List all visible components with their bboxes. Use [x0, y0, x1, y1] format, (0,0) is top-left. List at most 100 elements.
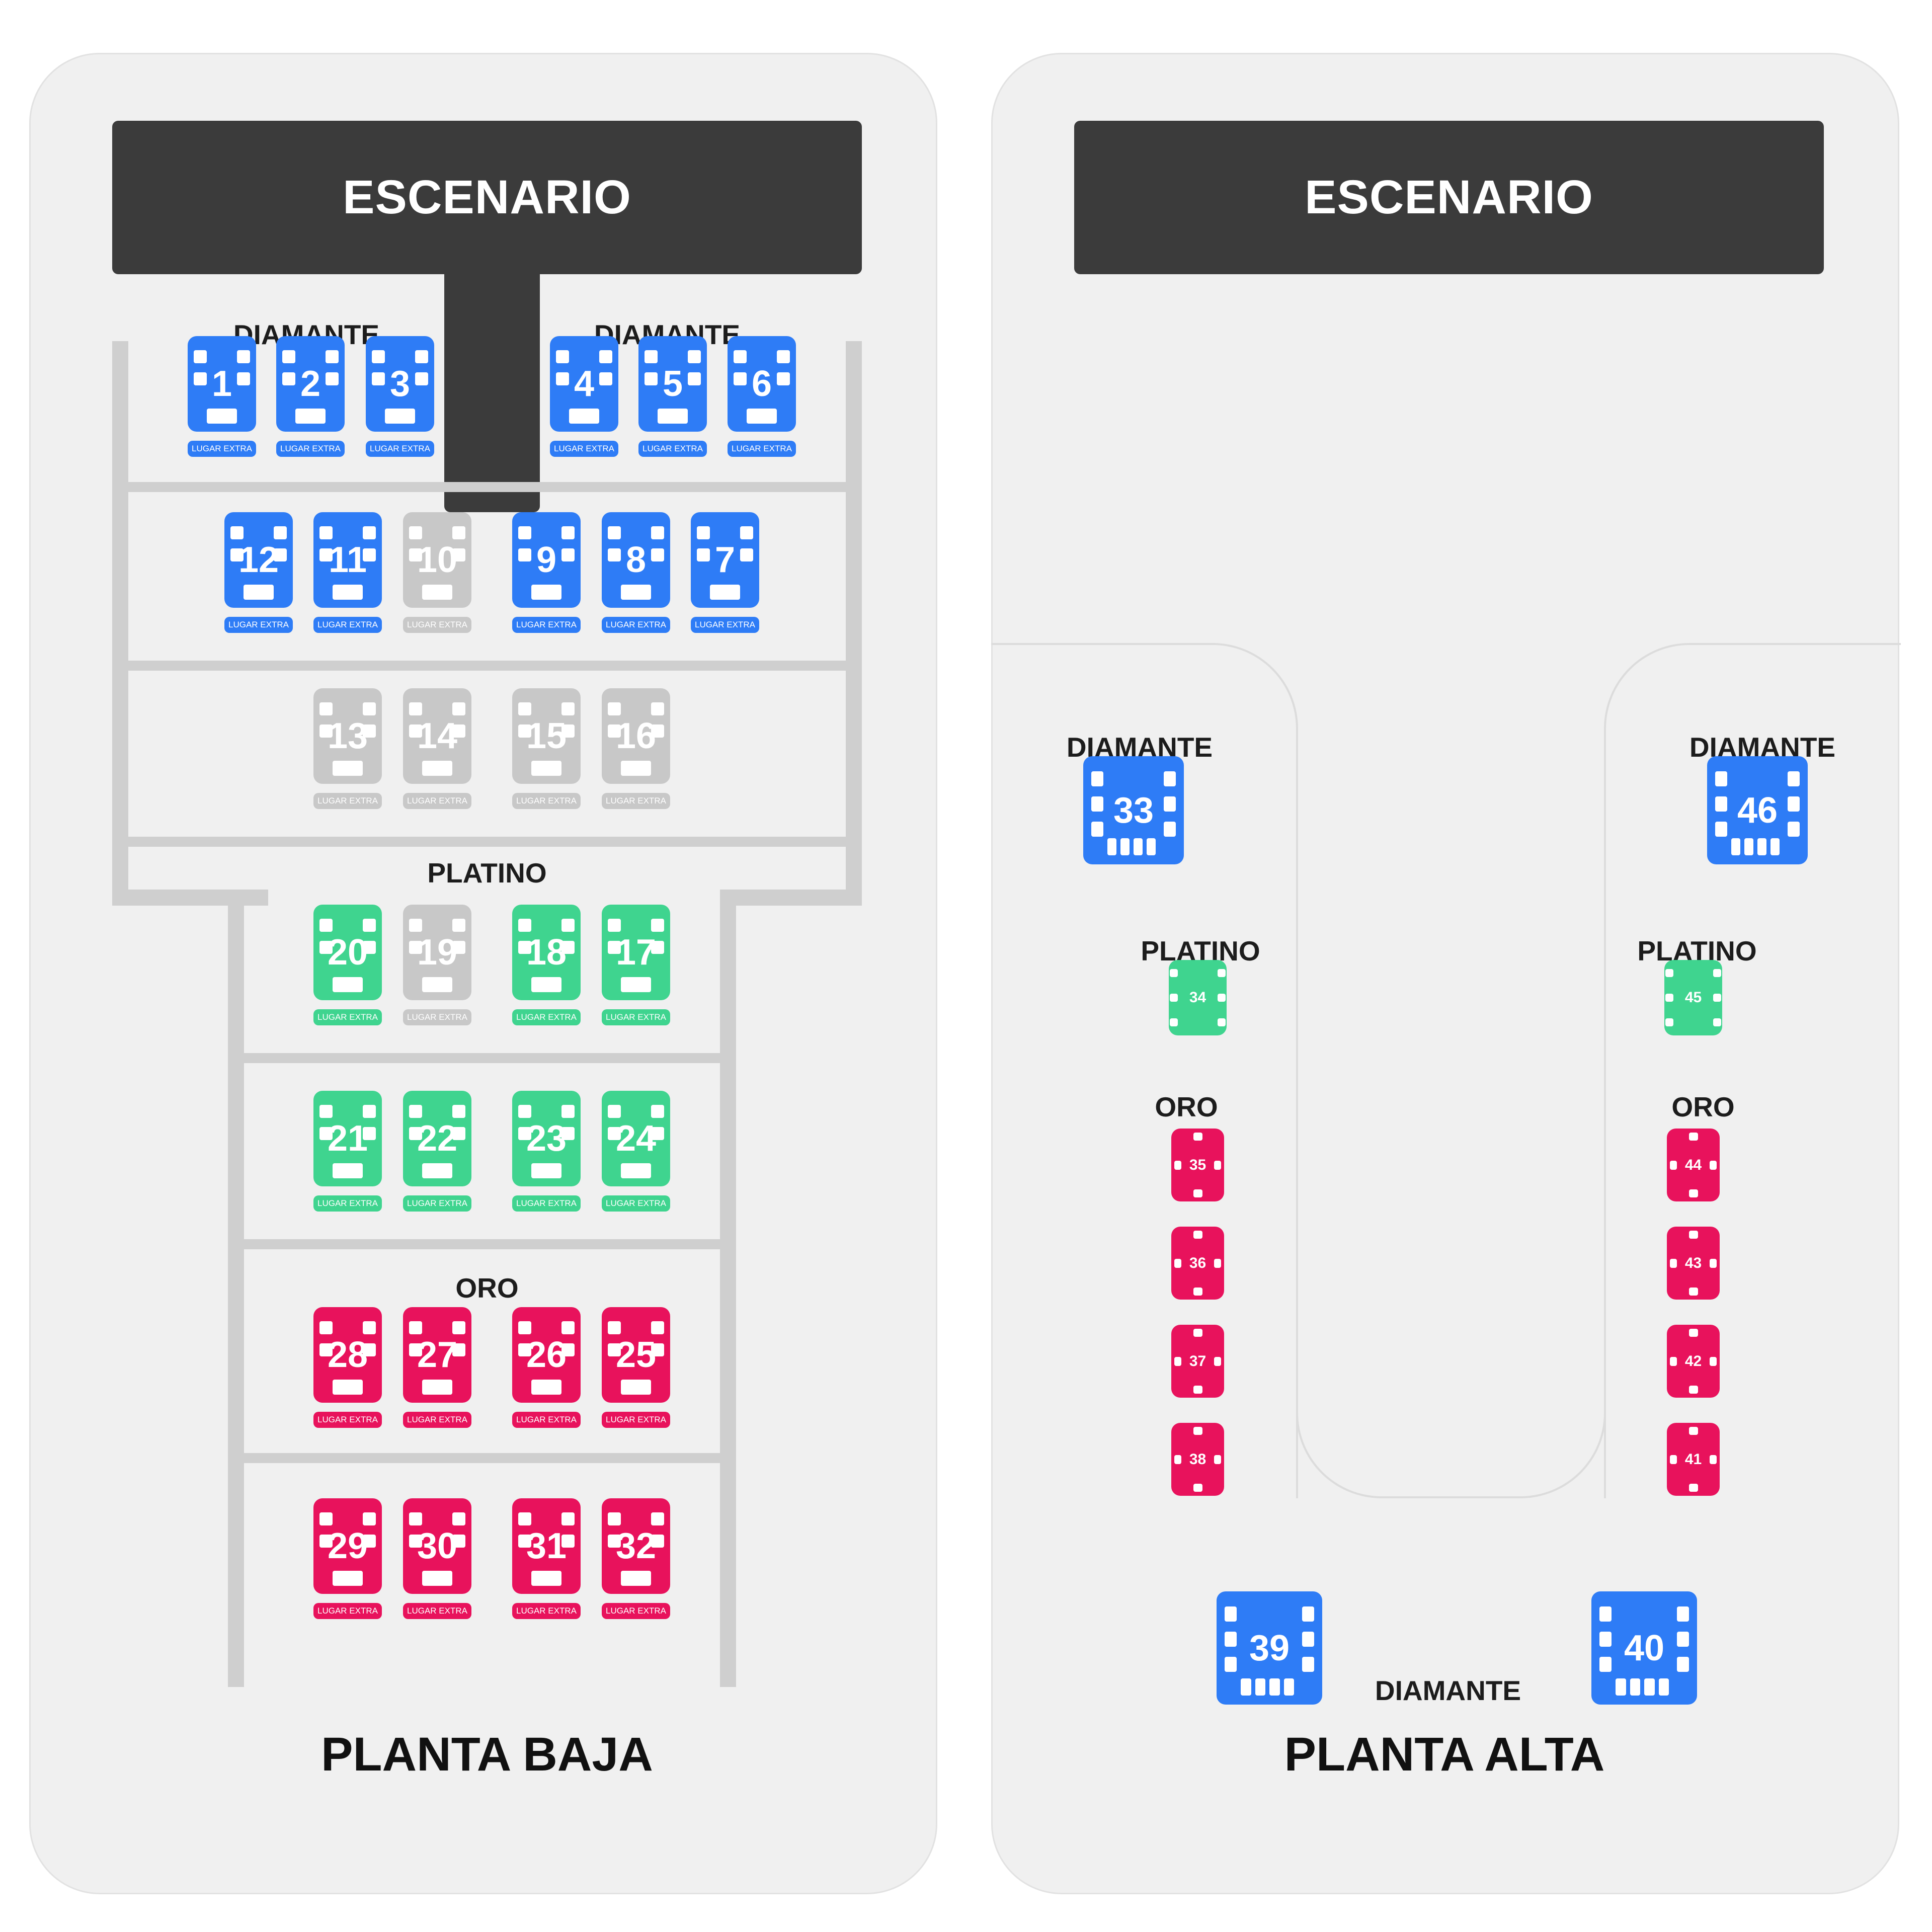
- extra-seat-tag[interactable]: LUGAR EXTRA: [403, 617, 471, 633]
- extra-seat-tag[interactable]: LUGAR EXTRA: [728, 441, 796, 457]
- table-19[interactable]: 19: [403, 905, 471, 1000]
- table-6[interactable]: 6: [728, 336, 796, 432]
- table-number: 16: [615, 716, 657, 756]
- table-29[interactable]: 29: [313, 1498, 382, 1594]
- extra-seat-tag[interactable]: LUGAR EXTRA: [602, 1009, 670, 1025]
- table-10[interactable]: 10: [403, 512, 471, 608]
- extra-seat-tag[interactable]: LUGAR EXTRA: [638, 441, 707, 457]
- table-13[interactable]: 13: [313, 688, 382, 784]
- table-32[interactable]: 32: [602, 1498, 670, 1594]
- seat: [645, 372, 658, 385]
- table-31[interactable]: 31: [512, 1498, 581, 1594]
- table-24[interactable]: 24: [602, 1091, 670, 1186]
- extra-seat-tag[interactable]: LUGAR EXTRA: [512, 617, 581, 633]
- extra-seat-tag[interactable]: LUGAR EXTRA: [602, 1195, 670, 1212]
- table-2[interactable]: 2: [276, 336, 345, 432]
- seat: [409, 919, 422, 932]
- table-12[interactable]: 12: [224, 512, 293, 608]
- extra-seat-tag[interactable]: LUGAR EXTRA: [224, 617, 293, 633]
- table-14[interactable]: 14: [403, 688, 471, 784]
- table-17[interactable]: 17: [602, 905, 670, 1000]
- seat: [319, 941, 333, 954]
- seat: [651, 919, 664, 932]
- table-4[interactable]: 4: [550, 336, 618, 432]
- extra-seat-tag[interactable]: LUGAR EXTRA: [550, 441, 618, 457]
- extra-seat-tag[interactable]: LUGAR EXTRA: [512, 793, 581, 809]
- seat: [608, 1535, 621, 1548]
- extra-seat-tag[interactable]: LUGAR EXTRA: [691, 617, 759, 633]
- extra-seat-tag[interactable]: LUGAR EXTRA: [188, 441, 256, 457]
- seat: [608, 702, 621, 715]
- seat: [697, 526, 710, 539]
- table-30[interactable]: 30: [403, 1498, 471, 1594]
- extra-seat-tag[interactable]: LUGAR EXTRA: [403, 793, 471, 809]
- extra-seat-tag[interactable]: LUGAR EXTRA: [602, 1603, 670, 1619]
- extra-seat-tag[interactable]: LUGAR EXTRA: [313, 1009, 382, 1025]
- table-43[interactable]: 43: [1667, 1227, 1720, 1300]
- table-9[interactable]: 9: [512, 512, 581, 608]
- table-21[interactable]: 21: [313, 1091, 382, 1186]
- table-25[interactable]: 25: [602, 1307, 670, 1403]
- table-35[interactable]: 35: [1171, 1129, 1224, 1201]
- planta-alta-panel: ESCENARIO DIAMANTE DIAMANTE PLATINO PLAT…: [991, 53, 1901, 1894]
- seat: [636, 585, 651, 600]
- extra-seat-tag[interactable]: LUGAR EXTRA: [512, 1603, 581, 1619]
- table-5[interactable]: 5: [638, 336, 707, 432]
- table-36[interactable]: 36: [1171, 1227, 1224, 1300]
- seat: [409, 702, 422, 715]
- table-8[interactable]: 8: [602, 512, 670, 608]
- table-18[interactable]: 18: [512, 905, 581, 1000]
- extra-seat-tag[interactable]: LUGAR EXTRA: [313, 1603, 382, 1619]
- extra-seat-tag[interactable]: LUGAR EXTRA: [313, 617, 382, 633]
- seat: [363, 941, 376, 954]
- seat: [561, 526, 575, 539]
- extra-seat-tag[interactable]: LUGAR EXTRA: [512, 1195, 581, 1212]
- table-41[interactable]: 41: [1667, 1423, 1720, 1496]
- table-34[interactable]: 34: [1169, 960, 1227, 1035]
- seat: [1688, 1287, 1698, 1296]
- table-38[interactable]: 38: [1171, 1423, 1224, 1496]
- table-7[interactable]: 7: [691, 512, 759, 608]
- table-33[interactable]: 33: [1083, 756, 1184, 864]
- table-15[interactable]: 15: [512, 688, 581, 784]
- extra-seat-tag[interactable]: LUGAR EXTRA: [313, 1412, 382, 1428]
- seat: [1713, 1018, 1721, 1026]
- table-28[interactable]: 28: [313, 1307, 382, 1403]
- table-number: 8: [625, 540, 647, 580]
- table-27[interactable]: 27: [403, 1307, 471, 1403]
- extra-seat-tag[interactable]: LUGAR EXTRA: [313, 1195, 382, 1212]
- seat: [1174, 1258, 1181, 1268]
- table-40[interactable]: 40: [1591, 1591, 1697, 1705]
- table-16[interactable]: 16: [602, 688, 670, 784]
- extra-seat-tag[interactable]: LUGAR EXTRA: [276, 441, 345, 457]
- table-26[interactable]: 26: [512, 1307, 581, 1403]
- table-20[interactable]: 20: [313, 905, 382, 1000]
- table-number: 22: [417, 1118, 458, 1159]
- extra-seat-tag[interactable]: LUGAR EXTRA: [403, 1603, 471, 1619]
- table-1[interactable]: 1: [188, 336, 256, 432]
- table-39[interactable]: 39: [1217, 1591, 1322, 1705]
- extra-seat-tag[interactable]: LUGAR EXTRA: [366, 441, 434, 457]
- extra-seat-tag[interactable]: LUGAR EXTRA: [512, 1412, 581, 1428]
- extra-seat-tag[interactable]: LUGAR EXTRA: [512, 1009, 581, 1025]
- table-37[interactable]: 37: [1171, 1325, 1224, 1398]
- seat: [561, 702, 575, 715]
- extra-seat-tag[interactable]: LUGAR EXTRA: [602, 617, 670, 633]
- table-3[interactable]: 3: [366, 336, 434, 432]
- table-22[interactable]: 22: [403, 1091, 471, 1186]
- table-46[interactable]: 46: [1707, 756, 1808, 864]
- table-number: 41: [1684, 1451, 1702, 1468]
- extra-seat-tag[interactable]: LUGAR EXTRA: [403, 1009, 471, 1025]
- extra-seat-tag[interactable]: LUGAR EXTRA: [313, 793, 382, 809]
- extra-seat-tag[interactable]: LUGAR EXTRA: [403, 1412, 471, 1428]
- table-23[interactable]: 23: [512, 1091, 581, 1186]
- table-11[interactable]: 11: [313, 512, 382, 608]
- table-number: 12: [238, 540, 279, 580]
- seat: [1164, 796, 1176, 812]
- extra-seat-tag[interactable]: LUGAR EXTRA: [602, 793, 670, 809]
- extra-seat-tag[interactable]: LUGAR EXTRA: [602, 1412, 670, 1428]
- table-44[interactable]: 44: [1667, 1129, 1720, 1201]
- table-45[interactable]: 45: [1664, 960, 1722, 1035]
- table-42[interactable]: 42: [1667, 1325, 1720, 1398]
- extra-seat-tag[interactable]: LUGAR EXTRA: [403, 1195, 471, 1212]
